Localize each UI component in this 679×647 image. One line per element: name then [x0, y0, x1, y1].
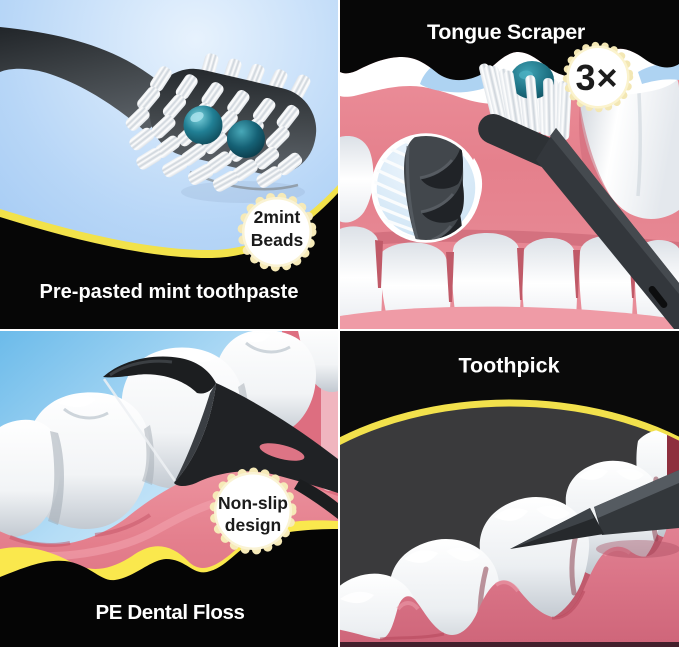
- svg-text:Toothpick: Toothpick: [458, 354, 559, 378]
- svg-text:Beads: Beads: [251, 230, 304, 250]
- svg-text:PE Dental Floss: PE Dental Floss: [96, 601, 245, 624]
- svg-text:3×: 3×: [575, 57, 618, 98]
- svg-text:Non-slip: Non-slip: [218, 493, 288, 513]
- svg-text:2mint: 2mint: [254, 207, 301, 227]
- svg-text:Tongue Scraper: Tongue Scraper: [427, 20, 586, 44]
- svg-text:design: design: [225, 515, 281, 535]
- svg-text:Pre-pasted mint toothpaste: Pre-pasted mint toothpaste: [40, 281, 299, 303]
